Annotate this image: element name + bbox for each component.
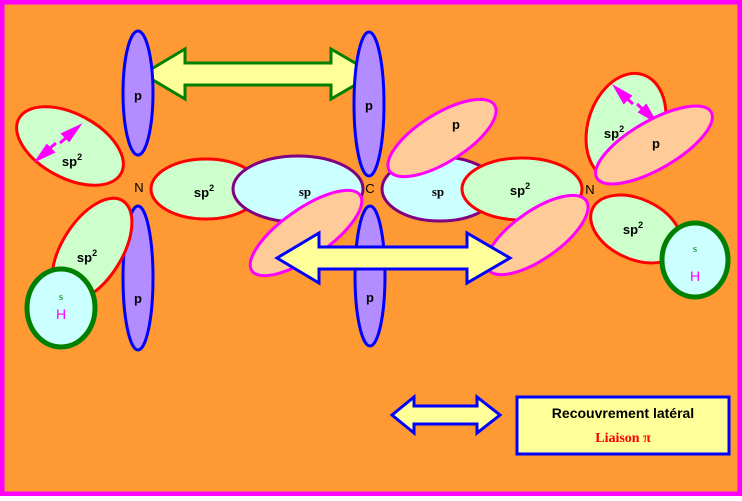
p-orbital-c-side-upper — [386, 97, 498, 179]
spin-pair-arrows-n2 — [611, 83, 659, 125]
h-label-h1: H — [56, 306, 66, 322]
atom-label-n2: N — [585, 182, 594, 197]
s-label-h1: s — [59, 291, 63, 303]
h-label-h2: H — [690, 268, 700, 284]
sp2-label-n1-upper: sp2 — [62, 152, 82, 169]
sp2-label-n2-bond: sp2 — [510, 181, 530, 198]
s-orbital-h1 — [24, 266, 98, 350]
p-label-n1-lower: p — [134, 291, 142, 306]
sp2-orbital-n1-upper — [15, 105, 125, 187]
pi-overlap-arrow-bottom — [274, 230, 513, 286]
p-orbital-n1-upper — [121, 29, 155, 157]
p-orbital-n2-side-upper — [594, 104, 714, 186]
p-orbital-c-upper — [352, 30, 386, 178]
spin-pair-arrows-n1 — [33, 123, 83, 163]
p-label-c-lower: p — [366, 290, 374, 305]
atom-label-n1: N — [134, 180, 143, 195]
sp2-label-n1-lower: sp2 — [77, 248, 97, 265]
atom-label-c: C — [365, 181, 374, 196]
p-label-n2-side-upper: p — [652, 136, 660, 151]
legend-arrow — [389, 393, 503, 437]
s-label-h2: s — [693, 243, 697, 255]
p-orbital-n1-lower — [121, 204, 155, 352]
sp2-label-n2-upper: sp2 — [604, 124, 624, 141]
s-orbital-h2 — [659, 220, 731, 300]
legend-title: Recouvrement latéral — [552, 405, 694, 421]
legend-subtitle: Liaison π — [595, 431, 651, 446]
sp-label-c-right: sp — [432, 184, 444, 199]
p-label-n1-upper: p — [134, 88, 142, 103]
sp2-label-n2-lower: sp2 — [623, 220, 643, 237]
sp2-label-n1-bond: sp2 — [194, 183, 214, 200]
p-label-c-side-upper: p — [452, 117, 460, 132]
sp-label-c-left: sp — [299, 184, 311, 199]
p-orbital-c-lower — [353, 204, 387, 348]
p-label-c-upper: p — [365, 98, 373, 113]
legend-box — [515, 395, 731, 456]
